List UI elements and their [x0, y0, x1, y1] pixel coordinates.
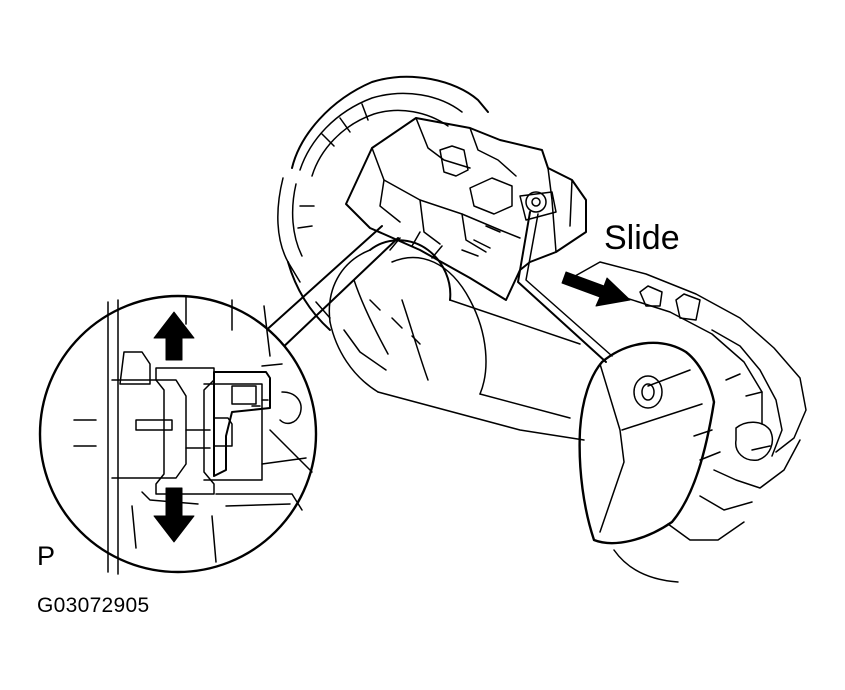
fuel-pump-assembly [277, 75, 807, 583]
slide-direction-arrow [561, 271, 631, 307]
detail-view-p [38, 294, 318, 575]
sender-gauge-float-arm [517, 211, 607, 363]
detail-circle [38, 294, 318, 574]
callout-leader [261, 225, 399, 353]
assembly-flange-rim-inner [277, 177, 301, 283]
pump-bracket [345, 117, 587, 301]
release-up-arrow [153, 311, 195, 361]
figure-code: G03072905 [37, 594, 150, 617]
release-down-arrow [153, 487, 195, 543]
sender-gauge-float [578, 341, 716, 545]
view-letter: P [37, 541, 56, 571]
slide-label: Slide [604, 219, 680, 257]
sender-gauge-pivot [525, 191, 547, 213]
assembly-flange-outer [287, 261, 331, 331]
fuel-pump-cylinder [369, 239, 452, 301]
sender-gauge-connector [213, 371, 271, 477]
assembly-flange-rim [291, 75, 489, 169]
